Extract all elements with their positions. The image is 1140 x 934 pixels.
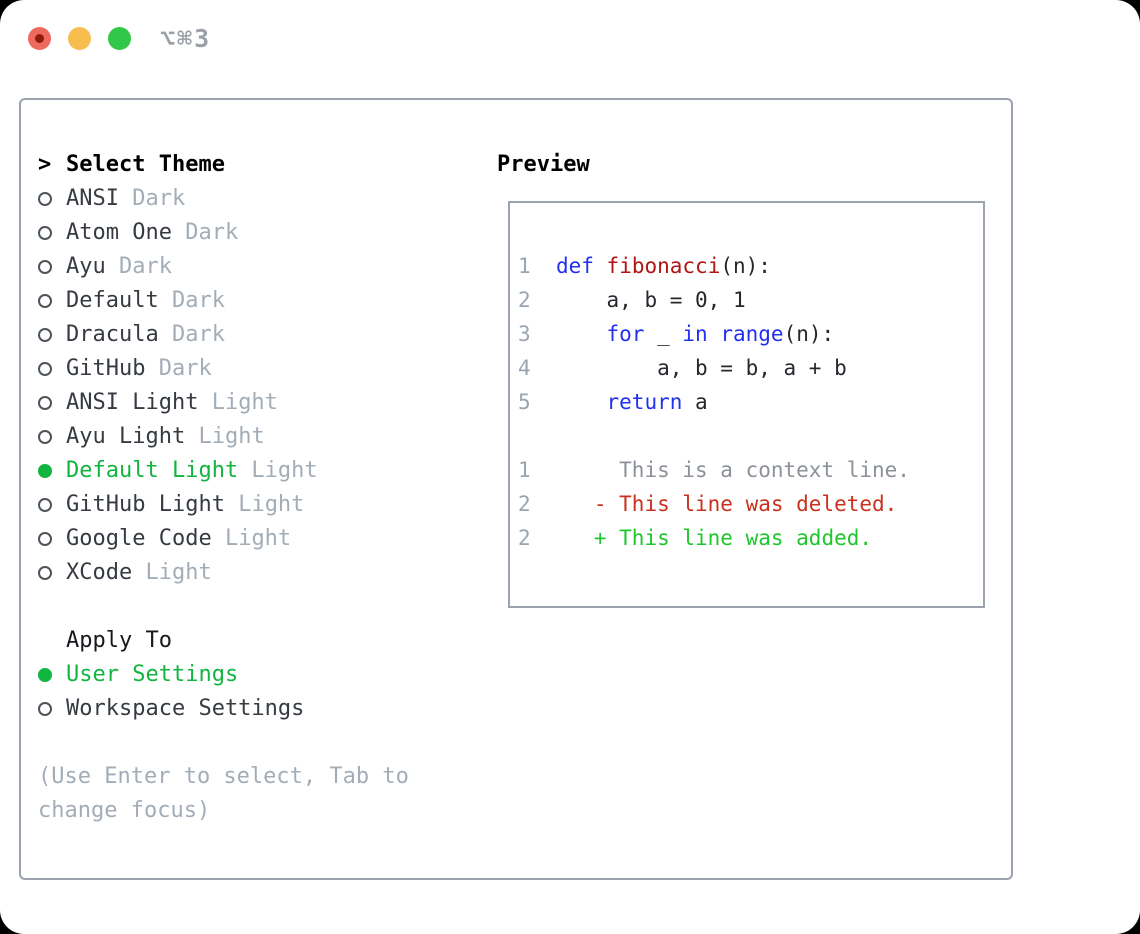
radio-unselected-icon [38,498,52,512]
option-variant-label: Light [132,560,212,585]
option-variant-label: Dark [158,288,225,313]
radio-unselected-icon [38,566,52,580]
preview-line: 2 - This line was deleted. [518,492,898,516]
theme-option-ayu-light-light[interactable]: Ayu Light Light [38,420,409,454]
option-label: Ayu Light [66,424,186,449]
option-label: Default [66,288,159,313]
zoom-button[interactable] [108,27,131,50]
radio-unselected-icon [38,192,52,206]
close-button[interactable] [28,27,51,50]
option-variant-label: Light [198,390,278,415]
theme-option-google-code-light[interactable]: Google Code Light [38,522,409,556]
radio-selected-icon [38,668,52,682]
spacer [38,726,409,760]
option-label: Ayu [66,254,106,279]
option-variant-label: Dark [105,254,172,279]
option-label: Google Code [66,526,212,551]
preview-line: 2 + This line was added. [518,526,873,550]
option-label: Workspace Settings [66,696,305,721]
option-variant-label: Light [224,492,305,517]
preview-line: 1 This is a context line. [518,458,910,482]
radio-unselected-icon [38,260,52,274]
radio-unselected-icon [38,362,52,376]
spacer [38,590,409,624]
select-theme-header: Select Theme [66,152,225,177]
select-theme-header-row: > Select Theme [38,148,409,182]
apply-option-user-settings[interactable]: User Settings [38,658,409,692]
radio-selected-icon [38,464,52,478]
option-label: User Settings [66,662,239,687]
preview-code: 1 def fibonacci(n): 2 a, b = 0, 1 3 for _ … [510,203,983,555]
preview-line: 5 return a [518,390,708,414]
window-title: ⌥⌘3 [160,24,212,53]
option-variant-label: Dark [171,220,239,245]
hint-line: change focus) [38,798,211,823]
option-label: GitHub Light [66,492,225,517]
keyboard-hint: (Use Enter to select, Tab to change focu… [38,760,409,828]
option-variant-label: Light [211,526,292,551]
option-variant-label: Dark [118,186,186,211]
option-label: Atom One [66,220,172,245]
preview-line: 1 def fibonacci(n): [518,254,771,278]
option-label: GitHub [66,356,146,381]
preview-line: 3 for _ in range(n): [518,322,835,346]
theme-option-dracula-dark[interactable]: Dracula Dark [38,318,409,352]
radio-unselected-icon [38,702,52,716]
preview-line: 4 a, b = b, a + b [518,356,847,380]
option-label: Dracula [66,322,159,347]
option-label: ANSI [66,186,119,211]
option-variant-label: Dark [158,322,225,347]
option-variant-label: Light [185,424,265,449]
theme-option-ansi-light-light[interactable]: ANSI Light Light [38,386,409,420]
radio-unselected-icon [38,532,52,546]
theme-option-ansi-dark[interactable]: ANSI Dark [38,182,409,216]
apply-to-header-row: Apply To [38,624,409,658]
option-label: XCode [66,560,133,585]
theme-option-ayu-dark[interactable]: Ayu Dark [38,250,409,284]
theme-option-github-light-light[interactable]: GitHub Light Light [38,488,409,522]
option-label: Default Light [66,458,239,483]
option-label: ANSI Light [66,390,199,415]
apply-to-header: Apply To [66,628,172,653]
preview-line: 2 a, b = 0, 1 [518,288,746,312]
radio-unselected-icon [38,226,52,240]
apply-option-workspace-settings[interactable]: Workspace Settings [38,692,409,726]
theme-option-xcode-light[interactable]: XCode Light [38,556,409,590]
radio-unselected-icon [38,294,52,308]
option-variant-label: Dark [145,356,212,381]
theme-option-github-dark[interactable]: GitHub Dark [38,352,409,386]
radio-unselected-icon [38,328,52,342]
preview-header: Preview [497,152,590,177]
radio-unselected-icon [38,396,52,410]
hint-line: (Use Enter to select, Tab to [38,764,409,789]
option-variant-label: Light [238,458,318,483]
preview-pane: 1 def fibonacci(n): 2 a, b = 0, 1 3 for _ … [508,201,985,608]
theme-option-default-dark[interactable]: Default Dark [38,284,409,318]
radio-unselected-icon [38,430,52,444]
theme-option-atom-one-dark[interactable]: Atom One Dark [38,216,409,250]
focus-caret-icon: > [38,152,52,177]
theme-option-default-light-light[interactable]: Default Light Light [38,454,409,488]
minimize-button[interactable] [68,27,91,50]
preview-line [518,419,983,453]
